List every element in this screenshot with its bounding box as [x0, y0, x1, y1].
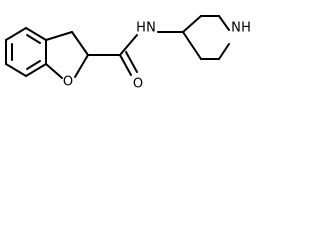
bond-benzene-1 — [25, 27, 47, 41]
bond-benzene-6 — [5, 27, 27, 41]
bond-piperidine-4 — [218, 43, 230, 60]
bond-benzene-double-1 — [26, 34, 41, 44]
atom-carbonyl-oxygen: O — [133, 77, 143, 92]
bond-carbonyl-double-1 — [119, 54, 132, 76]
bond-piperidine-3 — [218, 15, 230, 31]
bond-o1-c7a — [45, 63, 63, 79]
benzene-ring — [5, 27, 47, 77]
dihydrofuran-ring — [45, 31, 89, 79]
bond-piperidine-1 — [182, 15, 202, 33]
bond-c3a-c3 — [45, 31, 73, 41]
atom-amide-hydrogen: H — [136, 21, 146, 36]
bond-carbonyl-double-2 — [125, 51, 138, 73]
amide-group — [87, 31, 184, 76]
atom-piperidine-hydrogen: H — [241, 21, 251, 36]
bond-carbonyl-nitrogen — [119, 34, 138, 56]
atom-piperidine-nitrogen: N — [231, 21, 241, 36]
atom-ring-oxygen: O — [63, 75, 73, 90]
bond-benzene-double-2 — [26, 60, 41, 70]
bond-c2-o1 — [74, 54, 89, 78]
molecule-structure: O O H N N H — [5, 15, 251, 92]
bond-piperidine-6 — [182, 31, 202, 60]
piperidine-ring — [182, 15, 230, 60]
bond-c3-c2 — [71, 31, 89, 56]
atom-amide-nitrogen: N — [146, 21, 156, 36]
bond-benzene-3 — [25, 63, 47, 77]
bond-benzene-4 — [5, 63, 27, 77]
